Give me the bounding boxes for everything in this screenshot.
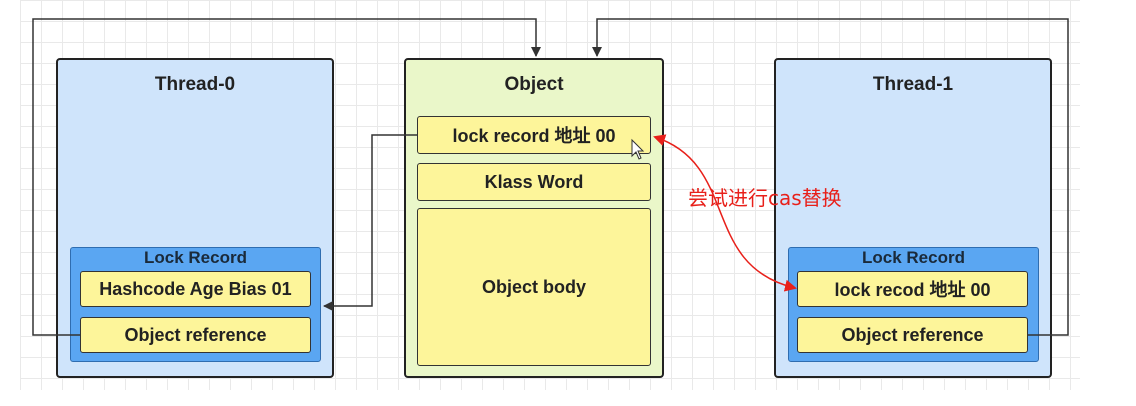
thread-1-object-reference-field: Object reference — [797, 317, 1028, 353]
object-lock-record-to-thread-0-connector — [323, 134, 417, 311]
thread-1-lock-record-title: Lock Record — [862, 248, 965, 267]
thread-1-lock-record-address-field: lock recod 地址 00 — [797, 271, 1028, 307]
thread-0-object-reference-field: Object reference — [80, 317, 311, 353]
object-title: Object — [504, 74, 564, 95]
cas-replace-annotation: 尝试进行cas替换 — [688, 186, 842, 210]
thread-1-title: Thread-1 — [872, 74, 954, 95]
thread-1-object-reference-connector — [592, 18, 1069, 336]
object-body-field: Object body — [417, 208, 651, 366]
object-klass-word-field: Klass Word — [417, 163, 651, 201]
object-lock-record-address-field: lock record 地址 00 — [417, 116, 651, 154]
thread-0-lock-record-title: Lock Record — [144, 248, 247, 267]
thread-0-object-reference-connector — [32, 18, 541, 336]
cursor-icon — [631, 138, 645, 160]
cas-replace-arrow — [653, 134, 797, 292]
thread-0-hashcode-field: Hashcode Age Bias 01 — [80, 271, 311, 307]
thread-0-title: Thread-0 — [154, 74, 236, 95]
